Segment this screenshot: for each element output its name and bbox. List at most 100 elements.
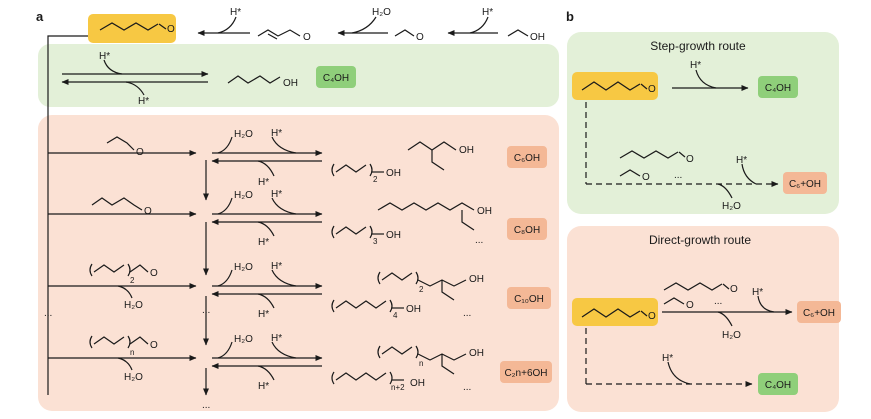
top-reaction-chain <box>47 14 529 395</box>
row4-ellipsis: ... <box>463 382 471 393</box>
row1-linear-oh: OH <box>386 168 401 179</box>
direct-water: H₂O <box>722 330 741 341</box>
top-water: H₂O <box>372 7 391 18</box>
center-ellipsis-2: ... <box>202 400 210 411</box>
step-acetaldehyde-o: O <box>642 172 650 183</box>
row4-aldehyde-subscript: n <box>130 348 134 357</box>
row2-linear-oh: OH <box>386 230 401 241</box>
row1-linear-subscript: 2 <box>373 175 378 184</box>
row4-reactant-water: H₂O <box>124 372 143 383</box>
c4oh-badge <box>316 66 356 88</box>
step-growth-reaction <box>581 69 779 199</box>
step-c6oh-label: C₆+OH <box>789 179 821 190</box>
row4-water: H₂O <box>234 334 253 345</box>
step-c6oh-badge <box>783 172 827 194</box>
top-hydrogen-1: H* <box>482 7 493 18</box>
row4-aldehyde-o: O <box>150 340 158 351</box>
direct-butanal-highlight <box>572 298 658 326</box>
row3-linear-oh: OH <box>406 304 421 315</box>
row2-branched-oh: OH <box>477 206 492 217</box>
row1-hydrogen-top: H* <box>271 128 282 139</box>
direct-c4oh-badge <box>758 373 798 395</box>
crotonaldehyde-molecule <box>257 29 301 37</box>
row3-aldehyde-o: O <box>150 268 158 279</box>
panel-b-letter: b <box>566 9 574 24</box>
left-ellipsis: ... <box>44 308 52 319</box>
row4-product-badge <box>500 361 552 383</box>
step-c4oh-badge <box>758 76 798 98</box>
row1-product: C₆OH <box>514 153 540 164</box>
row3-hydrogen-bottom: H* <box>258 309 269 320</box>
row3-branched-subscript: 2 <box>419 285 424 294</box>
row3-linear-subscript: 4 <box>393 311 398 320</box>
acetaldehyde-o-label: O <box>416 32 424 43</box>
row2-product-badge <box>507 218 547 240</box>
row2-aldehyde-o: O <box>144 206 152 217</box>
green-hydrogen-bottom: H* <box>138 96 149 107</box>
row4-linear-oh: OH <box>410 378 425 389</box>
step-water: H₂O <box>722 201 741 212</box>
row1-aldehyde-o: O <box>136 147 144 158</box>
step-growth-title: Step-growth route <box>650 39 746 53</box>
direct-c6oh-label: C₆+OH <box>803 308 835 319</box>
row3-product: C₁₀OH <box>514 294 544 305</box>
row3-product-badge <box>507 287 551 309</box>
butanal-o-label: O <box>167 24 175 35</box>
row1-product-badge <box>507 146 547 168</box>
row3-branched-oh: OH <box>469 274 484 285</box>
row4-linear-subscript: n+2 <box>391 383 405 392</box>
c4oh-label: C₄OH <box>323 73 349 84</box>
step-c4oh-label: C₄OH <box>765 83 791 94</box>
row3-hydrogen-top: H* <box>271 261 282 272</box>
row4-hydrogen-bottom: H* <box>258 381 269 392</box>
green-hydrogen-top: H* <box>99 51 110 62</box>
direct-butanal-o: O <box>648 311 656 322</box>
row4-branched-oh: OH <box>469 348 484 359</box>
acetaldehyde-molecule <box>394 29 415 37</box>
direct-c4oh-label: C₄OH <box>765 380 791 391</box>
step-hydrogen-2: H* <box>736 155 747 166</box>
direct-growth-panel <box>567 226 839 412</box>
step-hydrogen: H* <box>690 60 701 71</box>
row3-water: H₂O <box>234 262 253 273</box>
row3-aldehyde-subscript: 2 <box>130 276 135 285</box>
row2-hydrogen-top: H* <box>271 189 282 200</box>
row2-hydrogen-bottom: H* <box>258 237 269 248</box>
ethanol-molecule <box>507 29 529 37</box>
butanol-oh-label: OH <box>283 78 298 89</box>
direct-c6oh-badge <box>797 301 841 323</box>
direct-growth-title: Direct-growth route <box>649 233 751 247</box>
row2-ellipsis: ... <box>475 235 483 246</box>
row4-product: C₂n+6OH <box>504 368 547 379</box>
row4-branched-subscript: n <box>419 359 423 368</box>
direct-hydrogen-2: H* <box>662 353 673 364</box>
step-butanal-highlight <box>572 72 658 100</box>
butanal-molecule <box>99 22 159 31</box>
row3-reactant-water: H₂O <box>124 300 143 311</box>
panel-a-letter: a <box>36 9 44 24</box>
crotonaldehyde-o-label: O <box>303 32 311 43</box>
direct-hydrogen: H* <box>752 287 763 298</box>
orange-band <box>38 115 559 411</box>
orange-band-network <box>48 136 475 396</box>
step-ellipsis: ... <box>674 170 682 181</box>
butanol-molecule <box>227 75 281 84</box>
direct-ellipsis: ... <box>714 296 722 307</box>
row1-water: H₂O <box>234 129 253 140</box>
direct-growth-reaction <box>581 282 793 387</box>
direct-acetaldehyde-o: O <box>686 300 694 311</box>
row3-ellipsis: ... <box>463 308 471 319</box>
step-aldehyde-o: O <box>686 154 694 165</box>
row1-hydrogen-bottom: H* <box>258 177 269 188</box>
step-butanal-o: O <box>648 84 656 95</box>
row2-product: C₈OH <box>514 225 540 236</box>
row2-linear-subscript: 3 <box>373 237 378 246</box>
row2-water: H₂O <box>234 190 253 201</box>
ethanol-oh-label: OH <box>530 32 545 43</box>
green-band-reaction <box>61 59 281 96</box>
green-band <box>38 44 559 107</box>
top-hydrogen-2: H* <box>230 7 241 18</box>
row1-branched-oh: OH <box>459 145 474 156</box>
row4-hydrogen-top: H* <box>271 333 282 344</box>
